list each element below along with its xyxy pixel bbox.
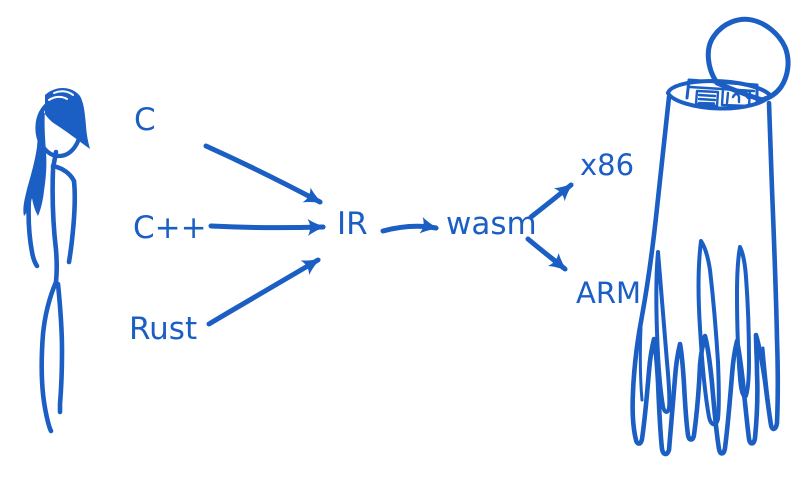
arrow-ir-to-wasm [380, 216, 440, 234]
drip-inner-line [638, 326, 644, 402]
arrow-rust-to-ir [206, 257, 321, 327]
label-arm: ARM [576, 276, 641, 310]
newspaper-photo-mark [725, 91, 730, 105]
arrow-c-to-ir [203, 143, 323, 205]
person-right-arm [50, 163, 78, 265]
person-left-arm [26, 194, 40, 269]
arrow-cpp-to-ir [208, 219, 327, 236]
newspaper-photo-mark [731, 92, 741, 104]
trash-can-rim-front [666, 91, 772, 111]
newspaper-text-line [697, 97, 717, 102]
person-right-leg [55, 281, 65, 415]
label-cpp: C++ [133, 210, 207, 246]
person-torso [50, 167, 60, 285]
newspaper-text-panel [694, 89, 720, 108]
drip-inner-line [761, 346, 771, 408]
person-figure-icon [23, 87, 90, 434]
label-rust: Rust [129, 311, 197, 347]
label-x86: x86 [580, 148, 634, 182]
person-hair [23, 87, 90, 216]
newspaper-photo-mark [741, 90, 750, 100]
person-left-leg [39, 279, 59, 434]
drip-strip [735, 245, 751, 399]
arrow-wasm-to-arm [525, 236, 568, 272]
drip-strip [696, 239, 721, 427]
label-c: C [134, 102, 156, 138]
newspaper-outline [685, 78, 759, 106]
label-wasm: wasm [446, 206, 537, 242]
person-hair-streak [48, 95, 68, 101]
trash-can-icon [630, 16, 791, 457]
newspaper-text-line [697, 93, 717, 98]
drip-strip [654, 250, 672, 414]
newspaper-text-line [697, 101, 716, 105]
person-hair-streak [53, 90, 74, 96]
label-ir: IR [337, 206, 368, 242]
arrow-wasm-to-x86 [528, 182, 574, 220]
